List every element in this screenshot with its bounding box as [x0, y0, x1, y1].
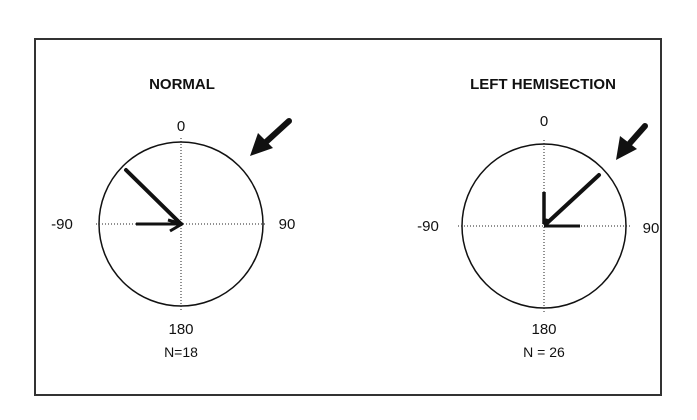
- panel-title-hemisection: LEFT HEMISECTION: [470, 76, 616, 93]
- label-neg90-hemisection: -90: [417, 218, 439, 235]
- panel-normal: NORMAL 0 -90 90 180 N=18: [51, 76, 295, 360]
- stimulus-arrow-hemisection: [616, 123, 648, 160]
- vector-origin-dot-hemisection: [542, 218, 550, 226]
- vector-long-hemisection: [544, 173, 601, 226]
- stimulus-arrow-normal: [250, 118, 292, 156]
- label-neg90-normal: -90: [51, 216, 73, 233]
- figure-frame: [34, 38, 662, 396]
- panel-title-normal: NORMAL: [149, 76, 215, 93]
- label-90-normal: 90: [279, 216, 296, 233]
- label-180-hemisection: 180: [531, 321, 556, 338]
- panel-left-hemisection: LEFT HEMISECTION 0 -90 90 180 N = 26: [417, 76, 659, 360]
- vector-long-normal: [124, 168, 183, 226]
- label-0-hemisection: 0: [540, 113, 548, 130]
- count-normal: N=18: [164, 344, 198, 360]
- vector-long-head-normal: [167, 218, 184, 233]
- count-hemisection: N = 26: [523, 344, 565, 360]
- label-180-normal: 180: [168, 321, 193, 338]
- label-90-hemisection: 90: [643, 220, 660, 237]
- label-0-normal: 0: [177, 118, 185, 135]
